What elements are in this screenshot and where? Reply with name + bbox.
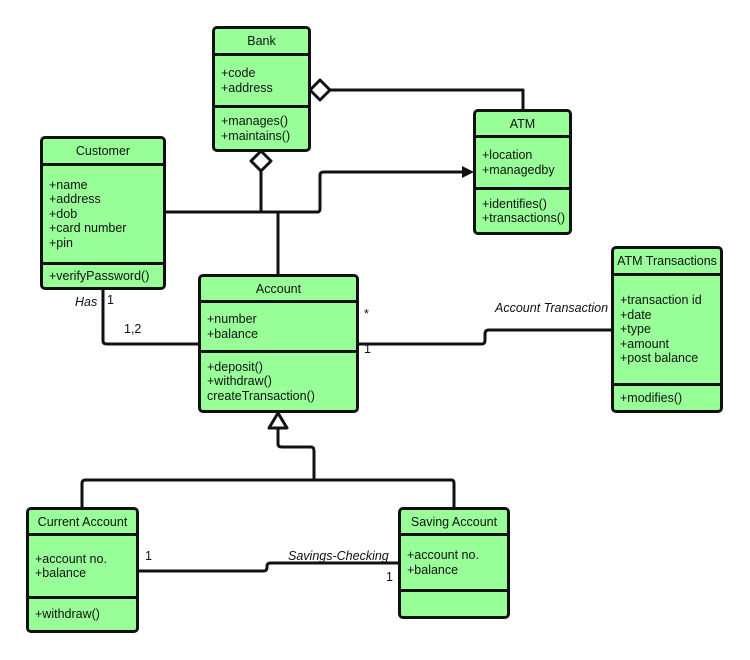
account-transaction-line bbox=[358, 328, 612, 346]
attributes-section: +transaction id +date +type +amount +pos… bbox=[614, 276, 720, 383]
class-name: Customer bbox=[43, 139, 163, 166]
methods-section: +identifies() +transactions() bbox=[476, 187, 569, 232]
attribute: +dob bbox=[49, 206, 78, 221]
methods-section: +manages() +maintains() bbox=[215, 105, 308, 149]
method: +maintains() bbox=[221, 128, 291, 143]
attribute: +name bbox=[49, 177, 88, 192]
class-name: ATM Transactions bbox=[614, 249, 720, 276]
method: +manages() bbox=[221, 114, 289, 128]
class-name: Bank bbox=[215, 29, 308, 56]
multiplicity-label: 1 bbox=[145, 549, 152, 563]
class-bank[interactable]: Bank +code +address +manages() +maintain… bbox=[212, 26, 311, 152]
class-current-account[interactable]: Current Account +account no. +balance +w… bbox=[26, 507, 139, 633]
attribute: +account no. bbox=[407, 548, 479, 562]
multiplicity-label: 1,2 bbox=[124, 322, 142, 336]
aggregation-diamond-icon bbox=[308, 78, 332, 102]
method: createTransaction() bbox=[207, 388, 315, 403]
attribute: +post balance bbox=[620, 351, 699, 366]
class-name: ATM bbox=[476, 112, 569, 138]
attribute: +pin bbox=[49, 235, 73, 250]
attribute: +amount bbox=[620, 336, 669, 351]
generalization-branch-line bbox=[80, 478, 456, 508]
has-label: Has bbox=[75, 295, 98, 309]
customer-atm-association-line bbox=[165, 170, 466, 214]
method: +modifies() bbox=[620, 390, 683, 405]
method: +transactions() bbox=[482, 211, 566, 225]
generalization-line bbox=[276, 428, 316, 480]
multiplicity-label: 1 bbox=[364, 342, 371, 356]
method: +verifyPassword() bbox=[49, 268, 150, 283]
class-customer[interactable]: Customer +name +address +dob +card numbe… bbox=[40, 136, 166, 290]
class-name: Saving Account bbox=[401, 510, 507, 536]
multiplicity-label: * bbox=[364, 307, 369, 321]
attribute: +location bbox=[482, 148, 533, 162]
attribute: +balance bbox=[207, 326, 259, 341]
methods-section: +modifies() bbox=[614, 383, 720, 410]
attribute: +number bbox=[207, 312, 257, 326]
attribute: +address bbox=[221, 80, 273, 95]
multiplicity-label: 1 bbox=[386, 570, 393, 584]
attribute: +address bbox=[49, 192, 101, 207]
attribute: +date bbox=[620, 307, 652, 322]
attribute: +account no. bbox=[35, 551, 107, 566]
account-transaction-label: Account Transaction bbox=[495, 301, 609, 315]
methods-section: +deposit() +withdraw() createTransaction… bbox=[201, 350, 356, 410]
class-atm-transactions[interactable]: ATM Transactions +transaction id +date +… bbox=[611, 246, 723, 413]
bank-atm-aggregation-line bbox=[330, 88, 525, 110]
method: +withdraw() bbox=[35, 607, 100, 622]
arrowhead-icon bbox=[462, 166, 474, 178]
methods-section: +verifyPassword() bbox=[43, 262, 163, 287]
attribute: +type bbox=[620, 322, 651, 337]
attribute: +transaction id bbox=[620, 293, 702, 308]
savings-checking-line bbox=[138, 561, 399, 573]
attributes-section: +name +address +dob +card number +pin bbox=[43, 166, 163, 262]
attributes-section: +number +balance bbox=[201, 303, 356, 350]
aggregation-diamond-icon bbox=[249, 149, 273, 173]
attribute: +balance bbox=[407, 562, 459, 577]
class-name: Current Account bbox=[29, 510, 136, 536]
class-saving-account[interactable]: Saving Account +account no. +balance bbox=[398, 507, 510, 619]
method: +identifies() bbox=[482, 196, 547, 211]
class-atm[interactable]: ATM +location +managedby +identifies() +… bbox=[473, 109, 572, 235]
attribute: +managedby bbox=[482, 162, 555, 177]
attribute: +balance bbox=[35, 566, 87, 580]
attribute: +code bbox=[221, 66, 256, 80]
savings-checking-label: Savings-Checking bbox=[288, 549, 389, 563]
attributes-section: +account no. +balance bbox=[29, 536, 136, 596]
has-association-line bbox=[101, 289, 199, 346]
class-name: Account bbox=[201, 277, 356, 303]
methods-section bbox=[401, 589, 507, 616]
methods-section: +withdraw() bbox=[29, 596, 136, 630]
generalization-triangle-icon bbox=[267, 411, 289, 430]
multiplicity-label: 1 bbox=[107, 293, 114, 307]
attributes-section: +account no. +balance bbox=[401, 536, 507, 589]
class-account[interactable]: Account +number +balance +deposit() +wit… bbox=[198, 274, 359, 413]
attribute: +card number bbox=[49, 221, 127, 236]
attributes-section: +location +managedby bbox=[476, 138, 569, 187]
method: +withdraw() bbox=[207, 374, 272, 389]
method: +deposit() bbox=[207, 359, 263, 374]
attributes-section: +code +address bbox=[215, 56, 308, 105]
